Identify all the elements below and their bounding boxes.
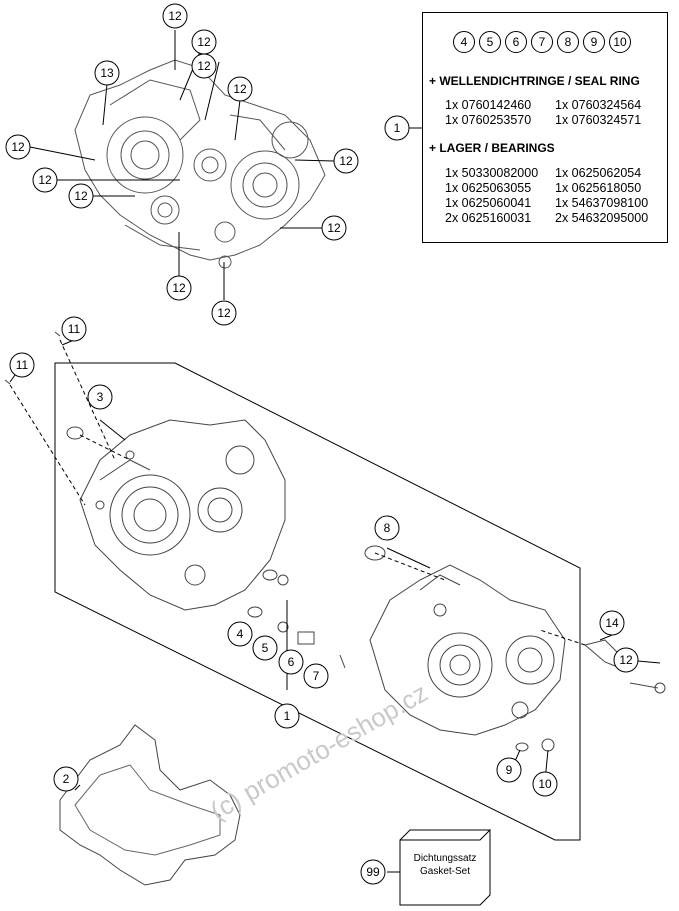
svg-text:12: 12 [168,9,182,23]
svg-text:12: 12 [339,154,353,168]
crankcase-top-view [74,59,326,269]
svg-text:6: 6 [288,655,295,669]
seal-part-number: 1x 0760142460 [445,98,532,112]
callout-12-a[interactable]: 12 [162,3,188,29]
svg-text:12: 12 [197,35,211,49]
callout-8[interactable]: 8 [374,515,400,541]
svg-text:12: 12 [11,140,25,154]
callout-12-main[interactable]: 12 [613,647,639,673]
svg-text:9: 9 [506,763,513,777]
callout-12-b[interactable]: 12 [191,29,217,55]
bearing-part-number: 2x 54632095000 [555,211,649,225]
svg-text:12: 12 [327,221,341,235]
svg-text:3: 3 [97,390,104,404]
seal-part-number: 1x 0760324564 [555,98,642,112]
gasket-set-label: Dichtungssatz Gasket-Set [405,852,485,878]
box-part-7[interactable]: 7 [531,31,553,53]
gasket-set-line2: Gasket-Set [419,866,471,877]
callout-7[interactable]: 7 [303,663,329,689]
svg-text:1: 1 [394,121,401,135]
callout-13[interactable]: 13 [94,60,120,86]
svg-text:1: 1 [284,709,291,723]
callout-12-c[interactable]: 12 [191,53,217,79]
svg-text:12: 12 [38,173,52,187]
box-part-10[interactable]: 10 [609,31,631,53]
callout-14[interactable]: 14 [599,610,625,636]
callout-11-b[interactable]: 11 [9,352,35,378]
callout-12-d[interactable]: 12 [227,76,253,102]
svg-text:7: 7 [313,669,320,683]
box-part-6[interactable]: 6 [505,31,527,53]
bearing-part-number: 1x 0625060041 [445,196,532,210]
bearings-title: + LAGER / BEARINGS [429,141,555,155]
svg-text:13: 13 [100,66,114,80]
bearing-part-number: 1x 0625062054 [555,166,642,180]
bearing-part-number: 1x 54637098100 [555,196,649,210]
seal-part-number: 1x 0760253570 [445,113,532,127]
callout-11-a[interactable]: 11 [61,316,87,342]
svg-text:5: 5 [262,641,269,655]
callout-1[interactable]: 1 [274,703,300,729]
svg-text:12: 12 [619,653,633,667]
callout-3[interactable]: 3 [87,384,113,410]
svg-text:11: 11 [68,322,81,336]
box-part-5[interactable]: 5 [479,31,501,53]
callout-2[interactable]: 2 [53,766,79,792]
callout-1-box[interactable]: 1 [384,115,410,141]
callout-12-k[interactable]: 12 [211,300,237,326]
callout-10[interactable]: 10 [532,771,558,797]
bearing-part-number: 1x 0625063055 [445,181,532,195]
bearing-part-number: 1x 50330082000 [445,166,539,180]
callout-5[interactable]: 5 [252,635,278,661]
seal-part-number: 1x 0760324571 [555,113,642,127]
parts-info-box: 4 5 6 7 8 9 10 + WELLENDICHTRINGE / SEAL… [422,12,668,243]
gasket-set-line1: Dichtungssatz [413,853,477,864]
box-part-4[interactable]: 4 [453,31,475,53]
callout-12-h[interactable]: 12 [68,183,94,209]
svg-text:12: 12 [197,59,211,73]
svg-text:10: 10 [538,777,552,791]
bearing-part-number: 2x 0625160031 [445,211,532,225]
svg-text:2: 2 [63,772,70,786]
alignment-dashes [9,339,586,646]
svg-text:11: 11 [16,358,29,372]
svg-text:4: 4 [237,627,244,641]
crankcase-right-half [369,564,566,736]
gasket-set-box [399,828,491,906]
callout-12-i[interactable]: 12 [321,215,347,241]
svg-text:12: 12 [172,281,186,295]
seal-ring-title: + WELLENDICHTRINGE / SEAL RING [429,74,640,88]
callout-12-g[interactable]: 12 [32,167,58,193]
svg-text:14: 14 [605,616,619,630]
assembly-frame [54,362,581,841]
svg-text:12: 12 [74,189,88,203]
callout-99[interactable]: 99 [360,859,386,885]
crankcase-left-half [79,419,286,611]
callout-4[interactable]: 4 [227,621,253,647]
box-part-8[interactable]: 8 [557,31,579,53]
svg-text:12: 12 [233,82,247,96]
callout-12-e[interactable]: 12 [5,134,31,160]
callouts: 12 12 12 13 12 12 12 12 12 12 12 12 1 11… [5,3,639,885]
callout-12-f[interactable]: 12 [333,148,359,174]
gasket-outline [59,724,241,886]
callout-12-j[interactable]: 12 [166,275,192,301]
box-part-9[interactable]: 9 [583,31,605,53]
callout-9[interactable]: 9 [496,757,522,783]
svg-text:12: 12 [217,306,231,320]
bearing-part-number: 1x 0625618050 [555,181,642,195]
callout-6[interactable]: 6 [278,649,304,675]
svg-text:8: 8 [384,521,391,535]
svg-text:99: 99 [366,865,380,879]
